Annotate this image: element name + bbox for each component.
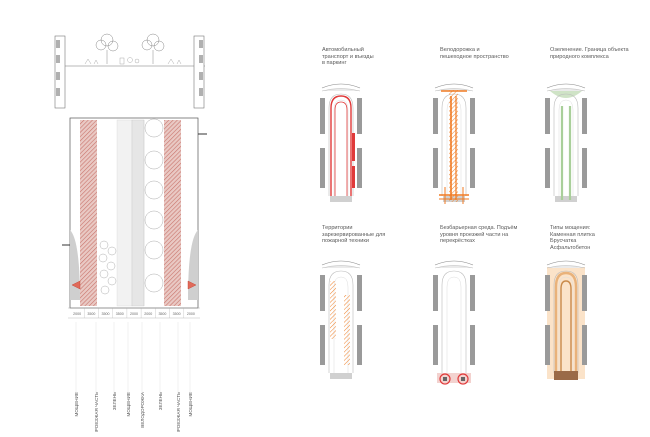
scheme-6 (545, 260, 587, 380)
dimension-label: 2000 (187, 312, 195, 316)
plan-bush-circles (98, 240, 117, 295)
dimension-label: 2000 (144, 312, 152, 316)
zone-label: МОЩЕНИЕ (188, 392, 193, 416)
caption-fire-access: Территории зарезервированные для пожарно… (322, 225, 386, 245)
plan-bush-circle (106, 261, 116, 271)
dimension-label: 3500 (87, 312, 95, 316)
plan-tree-circle (144, 240, 164, 260)
dimension-row: 2000 3500 3500 3500 2000 2000 3500 3500 2000 (73, 308, 195, 318)
caption-greening: Озеленение. Граница объекта природного к… (550, 47, 629, 60)
plan-bush-circle (107, 276, 117, 286)
plan-tree-circle (144, 210, 164, 230)
tree-right-icon (141, 33, 165, 64)
dimension-label: 3500 (116, 312, 124, 316)
plan-tree-circle (144, 273, 164, 293)
dimension-label: 3500 (173, 312, 181, 316)
dimension-label: 3500 (158, 312, 166, 316)
caption-car-traffic: Автомобильный транспорт и въезды в парки… (322, 47, 374, 67)
scheme-2 (433, 83, 475, 204)
street-plan: 2000 3500 3500 3500 2000 2000 3500 3500 2000 МОЩ… (62, 117, 207, 435)
plan-bush-circle (98, 253, 108, 263)
zone-label: ЗЕЛЕНЬ (112, 392, 117, 410)
zone-label: ПРОЕЗЖАЯ ЧАСТЬ (176, 392, 181, 432)
plan-bush-circle (99, 240, 109, 250)
scheme-1 (320, 83, 362, 202)
plan-tree-circle (144, 118, 164, 138)
scheme-4 (320, 260, 362, 379)
zone-label: ПРОЕЗЖАЯ ЧАСТЬ (94, 392, 99, 432)
zone-label: МОЩЕНИЕ (74, 392, 79, 416)
dimension-label: 2000 (130, 312, 138, 316)
zone-label: ВЕЛОДОРОЖКА (140, 391, 145, 428)
plan-tree-circle (144, 150, 164, 170)
scheme-3 (545, 83, 587, 202)
zone-label: ЗЕЛЕНЬ (158, 392, 163, 410)
zone-labels: МОЩЕНИЕ ПРОЕЗЖАЯ ЧАСТЬ ЗЕЛЕНЬ МОЩЕНИЕ ВЕЛОДО… (74, 322, 193, 435)
plan-bush-circle (107, 246, 117, 256)
street-cross-section (54, 33, 205, 109)
plan-tree-circle (144, 180, 164, 200)
plan-bush-circle (99, 269, 109, 279)
zone-label: МОЩЕНИЕ (126, 392, 131, 416)
entry-triangle-right-icon (187, 280, 197, 290)
plan-bush-circle (100, 285, 110, 295)
dimension-label: 3500 (102, 312, 110, 316)
scheme-5 (433, 260, 475, 385)
plan-tree-circles (144, 118, 164, 293)
dimension-label: 2000 (73, 312, 81, 316)
entry-triangle-left-icon (71, 280, 81, 290)
tree-left-icon (95, 33, 119, 64)
caption-paving-types: Типы мощения: Каменная плитка Брусчатка … (550, 225, 595, 251)
caption-bike-pedestrian: Велодорожка и пешеходное пространство (440, 47, 509, 60)
caption-barrier-free: Безбарьерная среда. Подъём уровня проезж… (440, 225, 518, 245)
scheme-grid (320, 83, 587, 385)
